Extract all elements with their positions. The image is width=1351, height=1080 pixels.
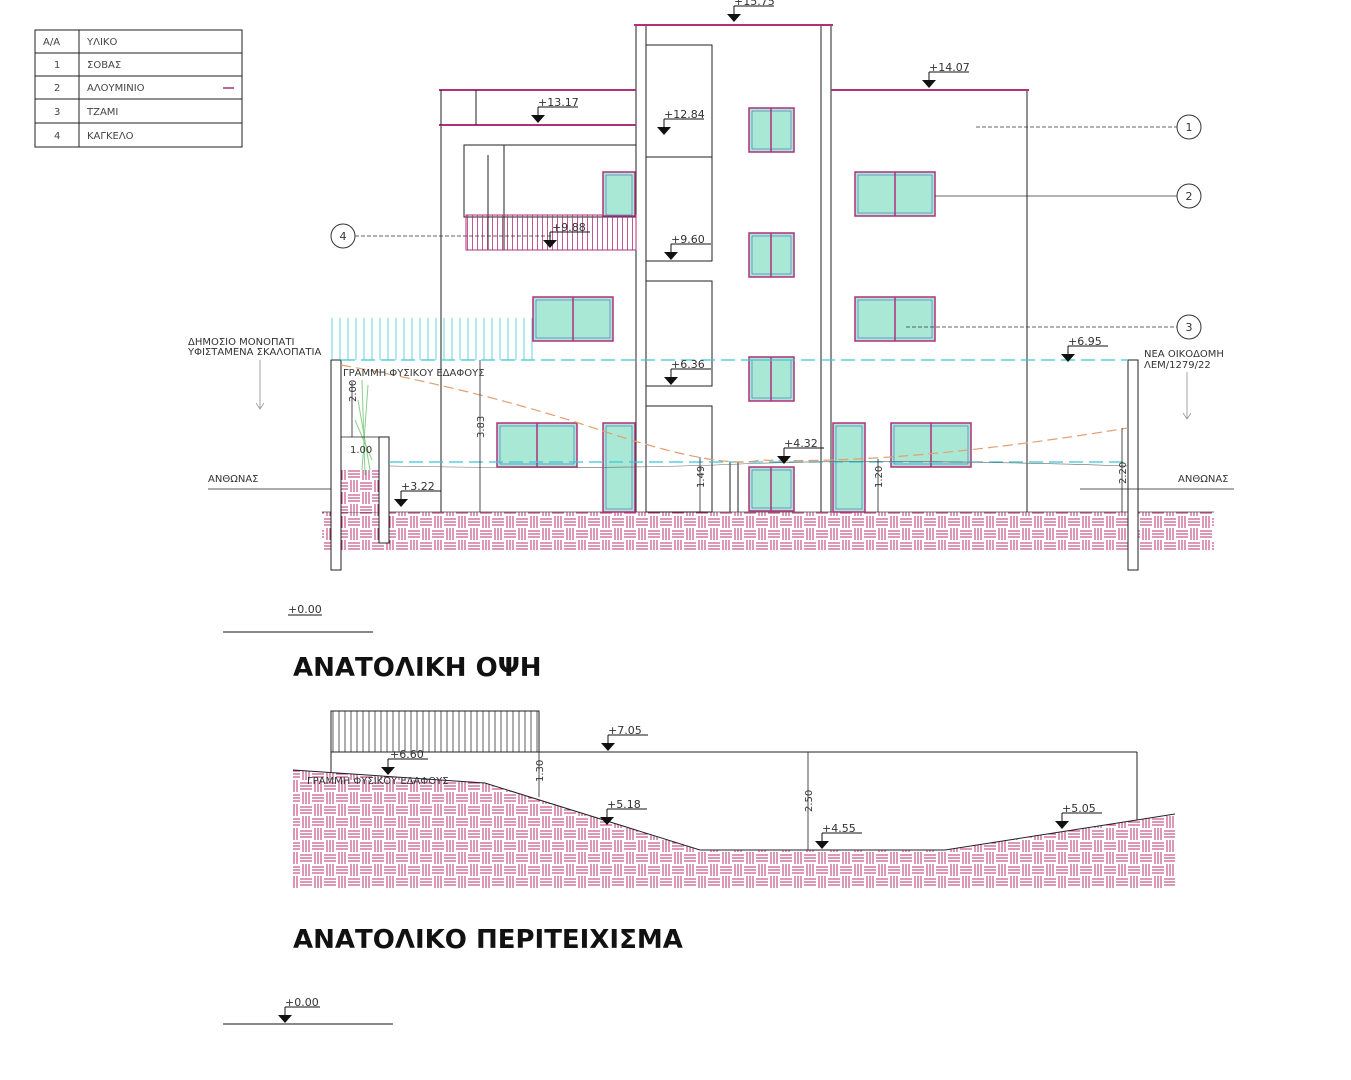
level-label: +4.32 — [784, 437, 818, 450]
window-glass — [496, 422, 578, 468]
east-fence: 1.30 2.50 ΓΡΑΜΜΗ ΦΥΣΙΚΟΥ ΕΔΑΦΟΥΣ +7.05 +… — [223, 710, 1176, 1025]
level-label: +4.55 — [822, 822, 856, 835]
level-label: +6.95 — [1068, 335, 1102, 348]
window-glass — [748, 107, 795, 153]
dim-label: 1.49 — [696, 466, 707, 488]
fence-ground-label: ΓΡΑΜΜΗ ΦΥΣΙΚΟΥ ΕΔΑΦΟΥΣ — [307, 776, 449, 787]
level-label: +5.18 — [607, 798, 641, 811]
level-marker-zero: +0.00 — [288, 603, 322, 616]
level-label: +15.75 — [734, 0, 775, 8]
planter-label-right: ΑΝΘΩΝΑΣ — [1178, 474, 1228, 485]
dim-label: 2.20 — [1118, 462, 1129, 484]
natural-ground-line — [340, 364, 1129, 463]
planter-wall — [378, 436, 390, 544]
legend-row-num: 1 — [54, 60, 60, 71]
level-marker-fence-low: +4.55 — [815, 822, 862, 849]
level-marker-fence-right: +5.05 — [1055, 802, 1102, 829]
dim-label: 1.00 — [350, 445, 372, 456]
existing-steps-label: ΥΦΙΣΤΑΜΕΝΑ ΣΚΑΛΟΠΑΤΙΑ — [187, 347, 321, 358]
legend-row-num: 3 — [54, 107, 60, 118]
natural-ground-label: ΓΡΑΜΜΗ ΦΥΣΙΚΟΥ ΕΔΑΦΟΥΣ — [343, 368, 485, 379]
dim-label: 1.30 — [535, 760, 546, 782]
door-glass — [832, 422, 866, 513]
left-retaining-wall — [330, 359, 342, 571]
east-elevation: +15.75 +14.07 +13.17 +12.84 +9.88 +9.60 … — [187, 0, 1234, 683]
level-marker-fence-zero: +0.00 — [278, 996, 320, 1023]
level-marker-left-roof: +13.17 — [531, 96, 579, 123]
elevation-title: ΑΝΑΤΟΛΙΚΗ ΟΨΗ — [293, 653, 542, 683]
legend-table: Α/Α ΥΛΙΚΟ 1 ΣΟΒΑΣ 2 ΑΛΟΥΜΙΝΙΟ 3 ΤΖΑΜΙ 4 … — [34, 29, 243, 148]
level-label: +13.17 — [538, 96, 579, 109]
legend-row-material: ΚΑΓΚΕΛΟ — [87, 131, 134, 142]
legend-row-num: 2 — [54, 83, 60, 94]
material-callouts: 1 2 3 4 — [330, 114, 1202, 340]
planter-plant — [354, 379, 373, 476]
level-marker-stair: +12.84 — [657, 108, 705, 135]
callout-number: 3 — [1186, 321, 1193, 334]
level-marker-left-ground: +3.22 — [394, 480, 441, 507]
level-label: +12.84 — [664, 108, 705, 121]
dim-label: 2.00 — [348, 380, 359, 402]
level-marker-stair: +9.60 — [664, 233, 711, 260]
callout-circle — [1176, 114, 1202, 140]
window-glass — [532, 296, 614, 342]
level-marker-fence-top: +7.05 — [601, 724, 648, 751]
legend-header-material: ΥΛΙΚΟ — [86, 37, 117, 48]
legend-row-material: ΑΛΟΥΜΙΝΙΟ — [87, 83, 145, 94]
new-building-label: ΝΕΑ ΟΙΚΟΔΟΜΗ — [1144, 349, 1224, 360]
door-glass — [602, 171, 636, 217]
window-glass — [890, 422, 972, 468]
window-glass — [854, 171, 936, 217]
dim-label: 2.50 — [804, 790, 815, 812]
level-label: +5.05 — [1062, 802, 1096, 815]
level-marker-fence-mid: +5.18 — [600, 798, 647, 825]
window-glass — [854, 296, 936, 342]
right-retaining-wall — [1127, 359, 1139, 571]
callout-circle — [330, 223, 356, 249]
fence-level-markers: +7.05 +6.60 +5.18 +4.55 +5.05 +0.00 — [223, 724, 1102, 1025]
level-marker-entry: +4.32 — [777, 437, 824, 464]
callout-number: 4 — [340, 230, 347, 243]
level-marker-top: +15.75 — [727, 0, 775, 22]
planter-label-left: ΑΝΘΩΝΑΣ — [208, 474, 258, 485]
level-label: +7.05 — [608, 724, 642, 737]
legend-row-material: ΤΖΑΜΙ — [86, 107, 118, 118]
window-glass — [748, 466, 795, 512]
level-label: +6.60 — [390, 748, 424, 761]
callout-number: 2 — [1186, 190, 1193, 203]
callout-circle — [1176, 183, 1202, 209]
level-label: +14.07 — [929, 61, 970, 74]
level-label: +0.00 — [288, 603, 322, 616]
public-path-label: ΔΗΜΟΣΙΟ ΜΟΝΟΠΑΤΙ — [188, 337, 294, 348]
window-glass — [748, 232, 795, 278]
legend-header-num: Α/Α — [43, 37, 60, 48]
fence-title: ΑΝΑΤΟΛΙΚΟ ΠΕΡΙΤΕΙΧΙΣΜΑ — [293, 925, 683, 955]
dimensions — [341, 360, 1123, 512]
new-building-ref: ΛΕΜ/1279/22 — [1144, 360, 1211, 371]
fence-ground-hatch — [293, 770, 1175, 888]
windows — [496, 107, 972, 513]
path-railing — [331, 318, 539, 360]
callout-circle — [1176, 314, 1202, 340]
level-label: +3.22 — [401, 480, 435, 493]
foundation-ground-hatch — [322, 512, 1214, 550]
level-label: +9.60 — [671, 233, 705, 246]
window-glass — [748, 356, 795, 402]
level-marker-fence-left: +6.60 — [381, 748, 428, 775]
level-label: +9.88 — [552, 221, 586, 234]
left-planter-hatch — [340, 470, 380, 512]
level-label: +0.00 — [285, 996, 319, 1009]
fence-railing — [330, 710, 540, 753]
level-marker-stair: +6.36 — [664, 358, 711, 385]
dim-label: 1.20 — [874, 466, 885, 488]
callout-number: 1 — [1186, 121, 1193, 134]
level-markers: +15.75 +14.07 +13.17 +12.84 +9.88 +9.60 … — [223, 0, 1108, 633]
level-marker-right-roof: +14.07 — [922, 61, 970, 88]
dim-label: 3.83 — [476, 416, 487, 438]
level-label: +6.36 — [671, 358, 705, 371]
level-marker-ground-ext: +6.95 — [1061, 335, 1108, 362]
legend-row-material: ΣΟΒΑΣ — [87, 60, 121, 71]
legend-row-num: 4 — [54, 131, 60, 142]
